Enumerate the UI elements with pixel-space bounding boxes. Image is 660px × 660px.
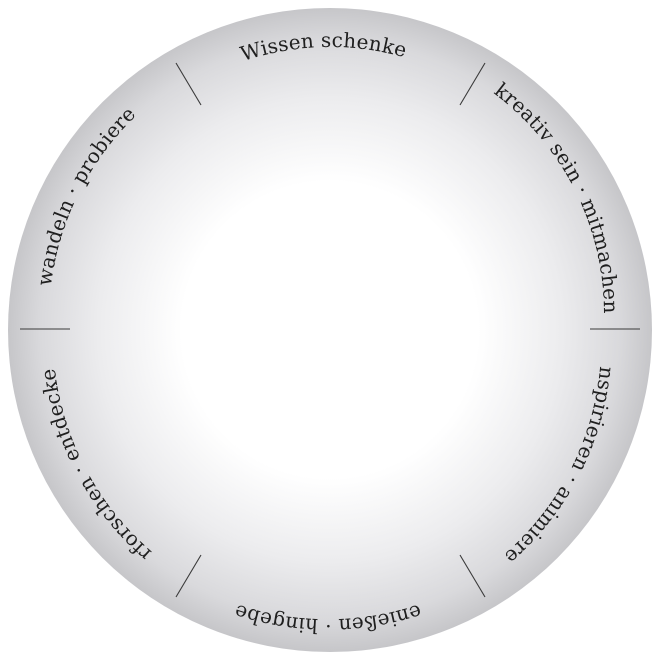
divider-bottom-right bbox=[459, 554, 486, 598]
divider-top-right bbox=[459, 62, 486, 106]
divider-bottom-left bbox=[175, 554, 202, 598]
divider-top-left bbox=[175, 62, 202, 106]
ring-background bbox=[8, 8, 652, 652]
